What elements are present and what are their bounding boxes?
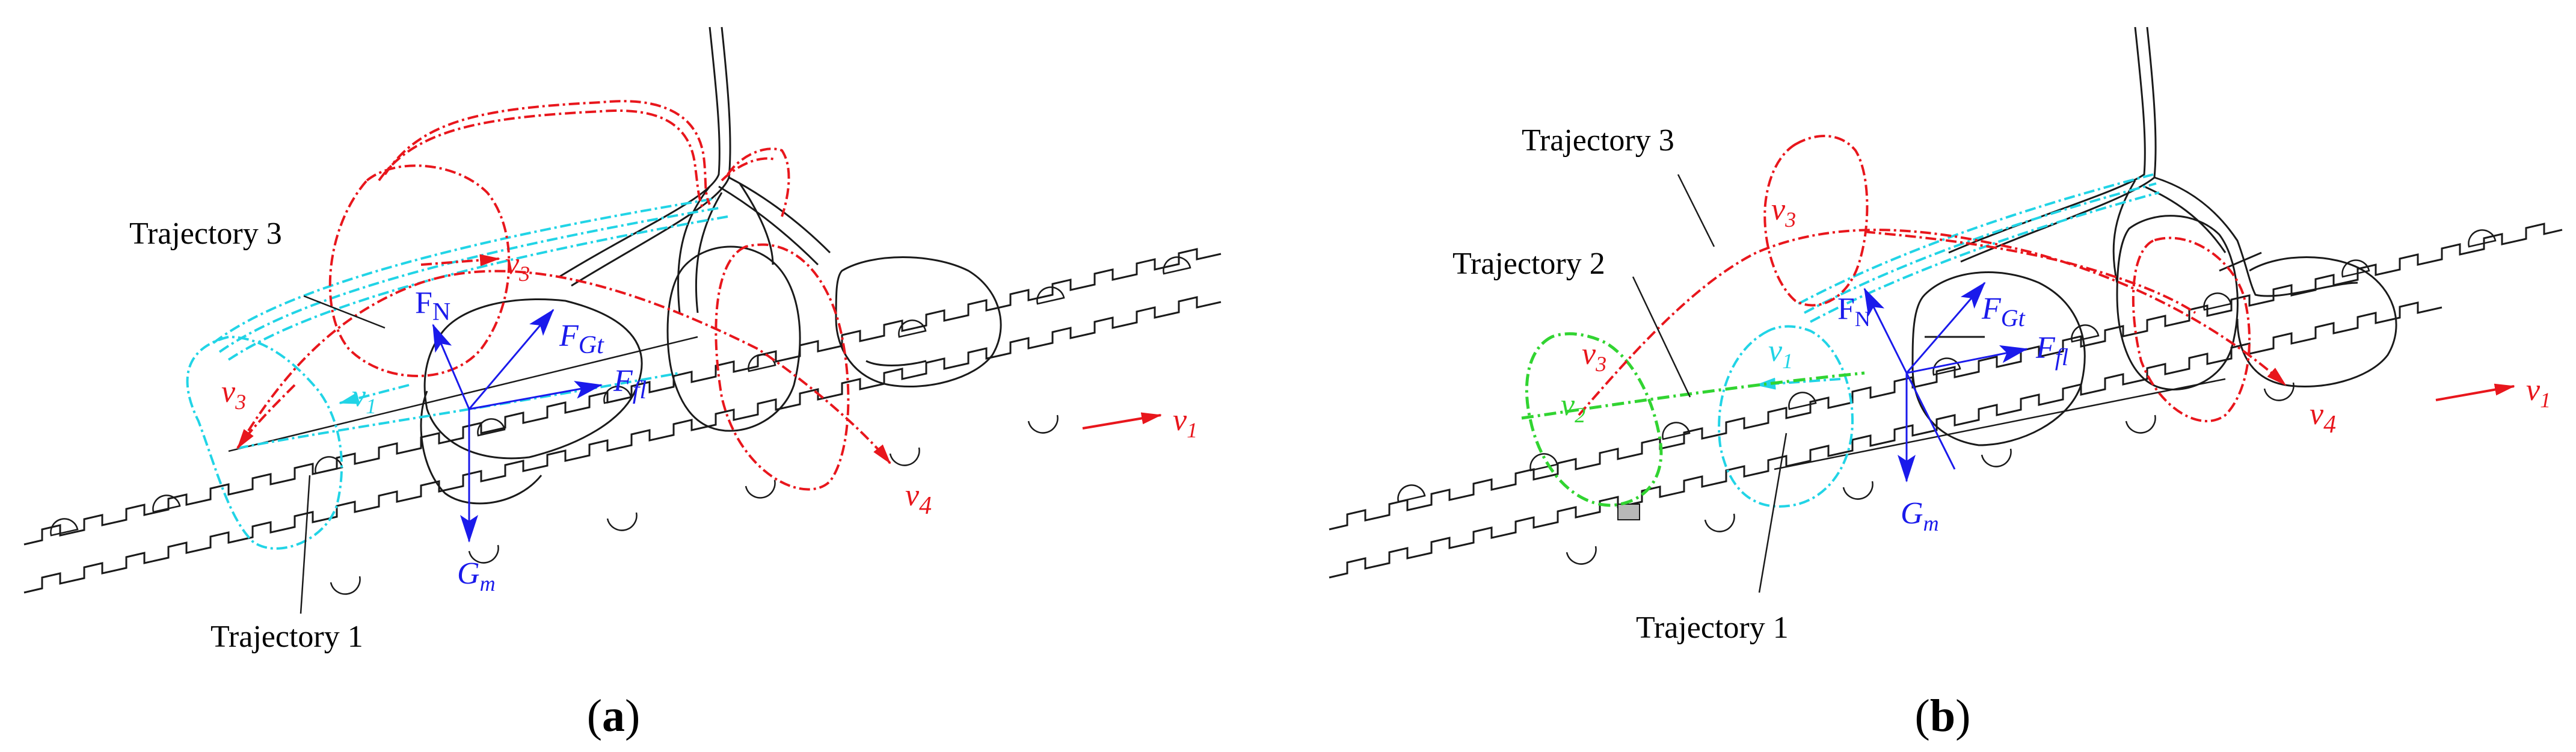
panel-b-feeder-structure xyxy=(1911,26,2397,446)
panel-a-fgt-label: FGt xyxy=(559,319,604,359)
panel-b-caption: (b) xyxy=(1915,691,1971,741)
panel-b-v4-label: v4 xyxy=(2310,397,2336,439)
panel-a-trajectory-1 xyxy=(186,197,728,550)
panel-b-v1-right-label: v1 xyxy=(2526,373,2551,412)
panel-b-ffl-label: Ffl xyxy=(2035,331,2068,371)
panel-b-trajectory-1 xyxy=(1718,173,2160,508)
panel-b-fn-label: FN xyxy=(1837,292,1871,331)
panel-a-force-vectors xyxy=(432,309,603,543)
panel-b-v3-left-label: v3 xyxy=(1582,337,1606,376)
panel-a-feeder-structure xyxy=(420,26,1002,505)
panel-b-trajectory-1-label: Trajectory 1 xyxy=(1636,611,1789,645)
panel-b-shaded-slot xyxy=(1617,504,1640,520)
panel-a-chain-belt xyxy=(23,248,1222,595)
panel-b: Trajectory 3 Trajectory 2 Trajectory 1 v… xyxy=(1329,26,2563,741)
panel-a-ffl-label: Ffl xyxy=(613,364,647,404)
panel-b-v1-label: v1 xyxy=(1768,334,1793,373)
panel-b-v3-top-label: v3 xyxy=(1771,193,1796,232)
panel-a-trajectory-1-label: Trajectory 1 xyxy=(211,620,363,654)
panel-a-caption: (a) xyxy=(587,691,641,741)
panel-b-trajectory-2-label: Trajectory 2 xyxy=(1452,247,1605,281)
panel-b-trajectory-2-leader xyxy=(1632,276,1691,398)
panel-b-v2-label: v2 xyxy=(1561,388,1585,427)
panel-a-trajectory-3-label: Trajectory 3 xyxy=(129,217,282,251)
panel-a-v1-right-arrow xyxy=(1082,412,1162,430)
panel-a-v4-label: v4 xyxy=(905,478,932,520)
panel-b-force-vectors xyxy=(1863,282,2028,482)
panel-b-trajectory-3-label: Trajectory 3 xyxy=(1522,123,1674,158)
panel-a-trajectory-3-leader xyxy=(303,295,386,329)
panel-b-trajectory-3 xyxy=(1578,135,2287,422)
panel-a-v1-label: v1 xyxy=(352,379,377,418)
panel-b-trajectory-3-leader xyxy=(1677,174,1715,247)
panel-a-gm-label: Gm xyxy=(457,556,496,596)
panel-b-fgt-label: FGt xyxy=(1981,292,2026,331)
panel-a-v3-left-label: v3 xyxy=(221,375,246,414)
panel-a-trajectory-3 xyxy=(236,100,891,491)
panel-b-v1-right-arrow xyxy=(2435,383,2515,401)
panel-a-v1-right-label: v1 xyxy=(1173,403,1197,442)
panel-b-trajectory-2 xyxy=(1521,332,1865,507)
panel-b-trajectory-1-leader xyxy=(1758,433,1788,593)
panel-a-fn-label: FN xyxy=(415,286,450,326)
panel-b-gm-label: Gm xyxy=(1901,496,1939,535)
panel-a-v3-top-label: v3 xyxy=(505,247,530,286)
panel-a-trajectory-1-leader xyxy=(300,475,311,614)
panel-a: Trajectory 3 Trajectory 1 v3 v3 v1 v1 v4… xyxy=(23,26,1222,741)
